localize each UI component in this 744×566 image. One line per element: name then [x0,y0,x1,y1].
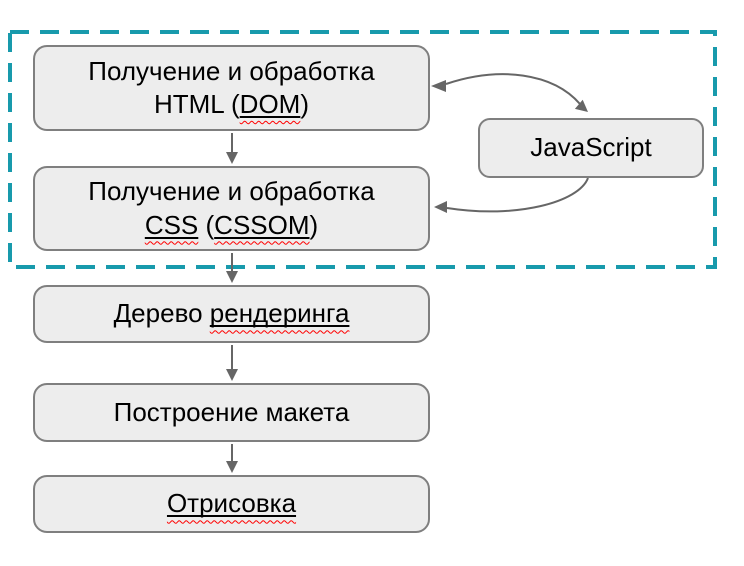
node-render-tree: Дерево рендеринга [33,285,430,343]
misspelled-word-cssom: CSSOM [214,209,310,240]
node-fetch-css-line2: CSS (CSSOM) [145,209,318,242]
arrow-render-tree-to-layout [226,345,238,381]
misspelled-word-rendering: рендеринга [209,298,350,329]
arrow-html-to-css [226,133,238,164]
arrow-layout-to-paint [226,444,238,473]
arrow-css-to-render-tree [226,253,238,283]
node-layout: Построение макета [33,383,430,442]
label-text: ) [300,89,310,119]
node-paint: Отрисовка [33,475,430,533]
node-fetch-html: Получение и обработка HTML (DOM) [33,45,430,131]
node-fetch-css-line1: Получение и обработка [88,176,375,207]
node-layout-label: Построение макета [113,396,350,427]
misspelled-word-dom: DOM [239,89,301,119]
node-javascript-label: JavaScript [530,132,652,163]
node-javascript: JavaScript [478,118,704,178]
node-fetch-css: Получение и обработка CSS (CSSOM) [33,166,430,251]
arrow-javascript-to-css-curved [434,177,589,213]
label-text: Дерево [113,298,210,329]
critical-path-group-border [8,30,717,269]
node-fetch-html-line2: HTML (DOM) [154,88,309,121]
arrow-html-javascript-curved [431,73,588,112]
misspelled-word-paint: Отрисовка [166,488,297,519]
node-fetch-html-line1: Получение и обработка [88,55,375,86]
misspelled-word-css: CSS [144,209,199,240]
label-text: HTML ( [153,89,240,119]
node-render-tree-label: Дерево рендеринга [114,297,350,330]
label-text: ( [198,209,215,240]
node-paint-label: Отрисовка [167,487,296,520]
label-text: ) [309,209,319,240]
